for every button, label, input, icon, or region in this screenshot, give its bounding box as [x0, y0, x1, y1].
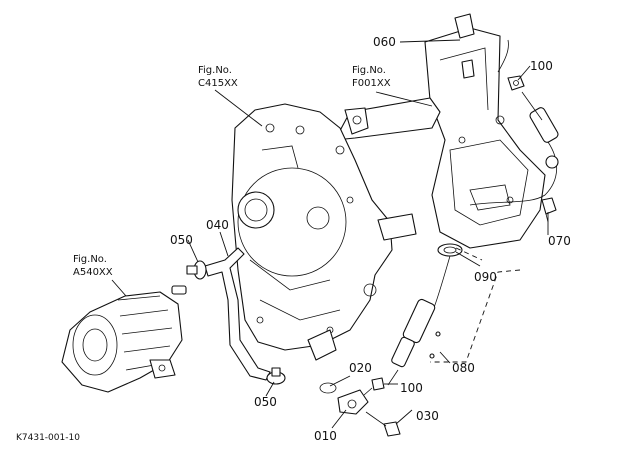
- callout-030: 030: [416, 409, 439, 423]
- bolt-070: [541, 197, 557, 223]
- hose-040: [204, 247, 271, 381]
- drawing-code: K7431-001-10: [16, 433, 80, 443]
- control-rod: [469, 39, 559, 206]
- arm-bracket: [334, 97, 441, 141]
- bracket-assembly: [424, 13, 546, 249]
- callout-060: 060: [373, 35, 396, 49]
- figure-ref-f001-line1: Fig.No.: [352, 65, 386, 76]
- hose-clamp-050-top: [186, 260, 207, 280]
- callout-090: 090: [474, 270, 497, 284]
- figure-ref-c415: Fig.No. C415XX: [198, 65, 238, 89]
- dipstick-tube-080: [387, 255, 451, 386]
- figure-ref-c415-line1: Fig.No.: [198, 65, 232, 76]
- bolt-100-top: [507, 75, 525, 91]
- figure-ref-a540-line1: Fig.No.: [73, 254, 107, 265]
- bolt-030: [365, 411, 401, 437]
- callout-020: 020: [349, 361, 372, 375]
- callout-100-bottom: 100: [400, 381, 423, 395]
- reference-lines: [430, 247, 521, 363]
- flywheel-housing: [231, 103, 417, 361]
- o-ring-020: [319, 382, 337, 394]
- hose-clamp-050-bottom: [266, 367, 286, 385]
- callout-040: 040: [206, 218, 229, 232]
- figure-ref-c415-line2: C415XX: [198, 78, 238, 89]
- figure-ref-f001: Fig.No. F001XX: [352, 65, 391, 89]
- callout-070: 070: [548, 234, 571, 248]
- figure-ref-f001-line2: F001XX: [352, 78, 391, 89]
- callout-010: 010: [314, 429, 337, 443]
- leader-lines: [111, 39, 549, 429]
- bolt-100-bottom: [371, 377, 385, 391]
- fitting-010: [337, 387, 373, 415]
- clamp-090: [437, 243, 463, 257]
- callout-050-bottom: 050: [254, 395, 277, 409]
- starter-motor: [61, 285, 187, 393]
- callout-050-top: 050: [170, 233, 193, 247]
- figure-ref-a540-line2: A540XX: [73, 267, 113, 278]
- figure-ref-a540: Fig.No. A540XX: [73, 254, 113, 278]
- callout-100-top: 100: [530, 59, 553, 73]
- callout-080: 080: [452, 361, 475, 375]
